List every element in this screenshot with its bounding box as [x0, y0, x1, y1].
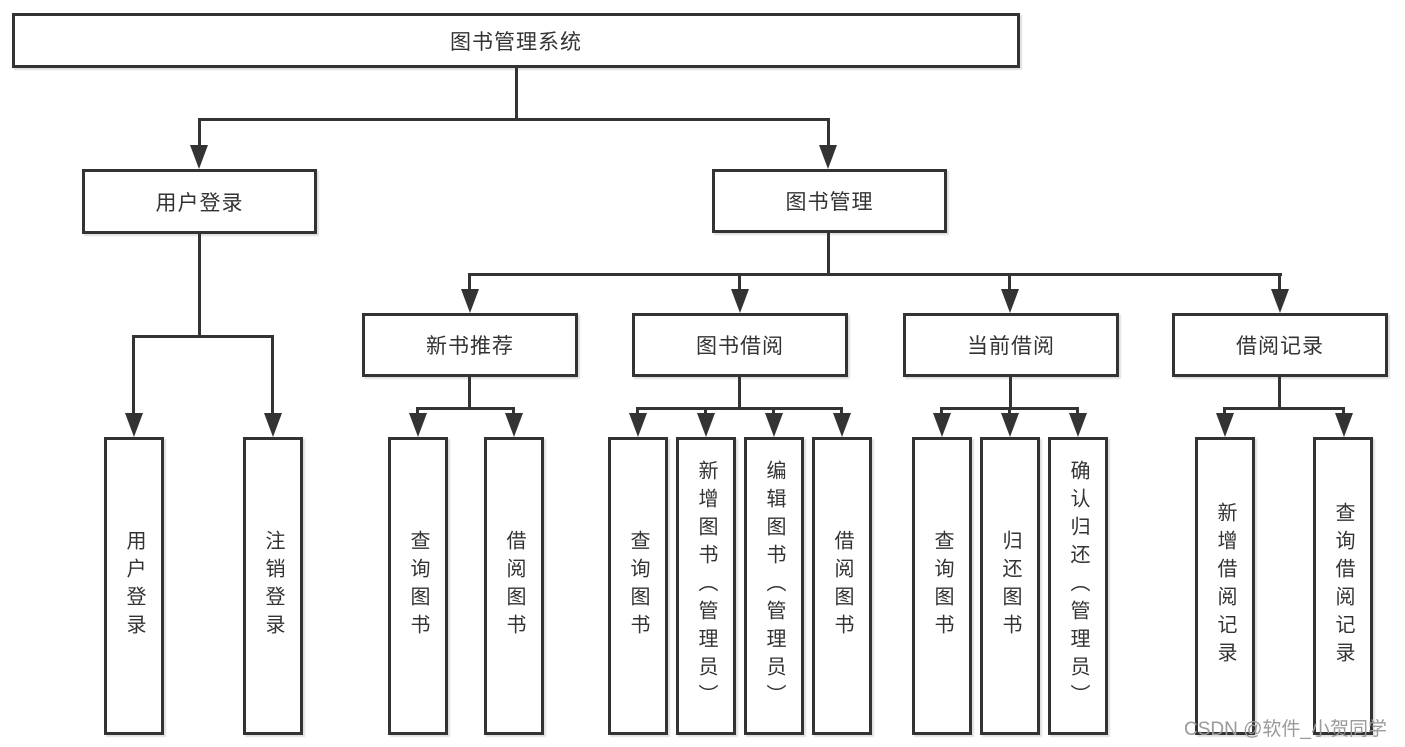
connector-drop-leaf: [1076, 407, 1079, 417]
leaf-query-books-current-label: 查询图书: [931, 530, 953, 642]
connector-book-borrow-branch: [636, 407, 843, 410]
arrow-down-icon: [1001, 413, 1019, 437]
leaf-logout-label: 注销登录: [262, 530, 284, 642]
node-book-management-label: 图书管理: [785, 191, 874, 214]
connector-user-login-stem: [198, 234, 201, 335]
arrow-down-icon: [731, 289, 749, 313]
node-user-login: 用户登录: [82, 169, 317, 234]
connector-drop-leaf: [416, 407, 419, 417]
connector-drop-leaf: [840, 407, 843, 417]
leaf-query-books-borrow-label: 查询图书: [627, 530, 649, 642]
connector-drop-leaf: [704, 407, 707, 417]
connector-drop-leaf: [1008, 407, 1011, 417]
connector-level1-branch: [198, 118, 830, 121]
node-book-management: 图书管理: [712, 169, 947, 233]
node-book-borrow: 图书借阅: [632, 313, 848, 377]
connector-borrow-records-branch: [1224, 407, 1344, 410]
leaf-add-borrow-record-label: 新增借阅记录: [1214, 502, 1236, 670]
connector-new-books-branch: [417, 407, 515, 410]
leaf-user-login-label: 用户登录: [123, 530, 145, 642]
connector-book-mgmt-stem: [827, 233, 830, 273]
arrow-down-icon: [629, 413, 647, 437]
arrow-down-icon: [1271, 289, 1289, 313]
connector-drop-leaf: [636, 407, 639, 417]
connector-root-stem: [515, 68, 518, 118]
node-root: 图书管理系统: [12, 13, 1020, 68]
leaf-add-book-admin: 新增图书（管理员）: [676, 437, 736, 735]
leaf-logout: 注销登录: [243, 437, 303, 735]
arrow-down-icon: [505, 413, 523, 437]
node-current-borrow-label: 当前借阅: [967, 335, 1055, 358]
node-current-borrow: 当前借阅: [903, 313, 1119, 377]
connector-drop-leaf: [1342, 407, 1345, 417]
connector-drop-new-books: [468, 273, 471, 293]
leaf-user-login: 用户登录: [104, 437, 164, 735]
arrow-down-icon: [264, 413, 282, 437]
arrow-down-icon: [765, 413, 783, 437]
connector-user-login-branch: [133, 335, 274, 338]
connector-drop-borrow-records: [1278, 273, 1281, 293]
arrow-down-icon: [933, 413, 951, 437]
leaf-return-books-label: 归还图书: [999, 530, 1021, 642]
arrow-down-icon: [125, 413, 143, 437]
arrow-down-icon: [1216, 413, 1234, 437]
connector-drop-user-login: [198, 118, 201, 148]
arrow-down-icon: [409, 413, 427, 437]
csdn-watermark: CSDN @软件_小贺同学: [1184, 719, 1387, 740]
leaf-query-books-recommend: 查询图书: [388, 437, 448, 735]
leaf-query-borrow-record-label: 查询借阅记录: [1332, 502, 1354, 670]
leaf-add-borrow-record: 新增借阅记录: [1195, 437, 1255, 735]
leaf-edit-book-admin-label: 编辑图书（管理员）: [763, 460, 785, 712]
leaf-query-books-recommend-label: 查询图书: [407, 530, 429, 642]
connector-new-books-stem: [468, 377, 471, 407]
node-borrow-records-label: 借阅记录: [1236, 335, 1324, 358]
leaf-query-books-current: 查询图书: [912, 437, 972, 735]
arrow-down-icon: [1001, 289, 1019, 313]
leaf-add-book-admin-label: 新增图书（管理员）: [695, 460, 717, 712]
connector-drop-leaf: [940, 407, 943, 417]
leaf-confirm-return-admin: 确认归还（管理员）: [1048, 437, 1108, 735]
arrow-down-icon: [819, 145, 837, 169]
connector-drop-current-borrow: [1008, 273, 1011, 293]
connector-drop-book-borrow: [738, 273, 741, 293]
arrow-down-icon: [1335, 413, 1353, 437]
leaf-borrow-books: 借阅图书: [812, 437, 872, 735]
leaf-borrow-books-recommend-label: 借阅图书: [503, 530, 525, 642]
arrow-down-icon: [697, 413, 715, 437]
arrow-down-icon: [833, 413, 851, 437]
arrow-down-icon: [461, 289, 479, 313]
connector-current-borrow-stem: [1009, 377, 1012, 407]
leaf-edit-book-admin: 编辑图书（管理员）: [744, 437, 804, 735]
arrow-down-icon: [190, 145, 208, 169]
node-new-book-recommend: 新书推荐: [362, 313, 578, 377]
connector-drop-leaf-logout: [271, 335, 274, 415]
node-new-book-recommend-label: 新书推荐: [426, 335, 514, 358]
leaf-confirm-return-admin-label: 确认归还（管理员）: [1067, 460, 1089, 712]
connector-book-borrow-stem: [738, 377, 741, 407]
node-user-login-label: 用户登录: [155, 191, 244, 215]
connector-level3-branch: [469, 273, 1282, 276]
node-borrow-records: 借阅记录: [1172, 313, 1388, 377]
connector-drop-leaf: [1223, 407, 1226, 417]
arrow-down-icon: [1069, 413, 1087, 437]
leaf-borrow-books-label: 借阅图书: [831, 530, 853, 642]
connector-drop-book-mgmt: [827, 118, 830, 148]
node-root-label: 图书管理系统: [450, 30, 582, 54]
connector-borrow-records-stem: [1278, 377, 1281, 407]
leaf-borrow-books-recommend: 借阅图书: [484, 437, 544, 735]
node-book-borrow-label: 图书借阅: [696, 335, 784, 358]
leaf-query-borrow-record: 查询借阅记录: [1313, 437, 1373, 735]
connector-drop-leaf-login: [132, 335, 135, 415]
connector-drop-leaf: [512, 407, 515, 417]
leaf-return-books: 归还图书: [980, 437, 1040, 735]
connector-drop-leaf: [772, 407, 775, 417]
leaf-query-books-borrow: 查询图书: [608, 437, 668, 735]
